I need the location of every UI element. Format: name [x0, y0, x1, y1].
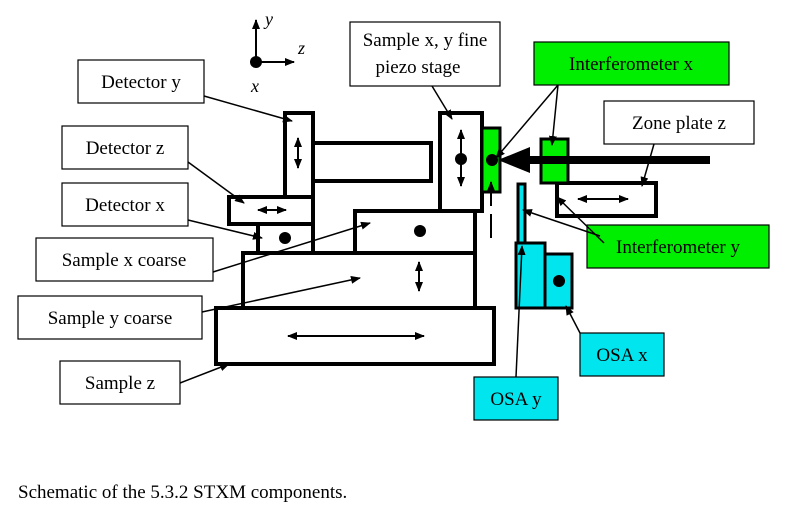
interferometer-y-label: Interferometer y — [616, 237, 740, 258]
zone-plate-z-box — [603, 100, 755, 145]
detector-z-label: Detector z — [86, 138, 165, 159]
interferometer-x-box — [533, 41, 730, 86]
detector-x-label: Detector x — [85, 195, 165, 216]
zone-plate-z-label: Zone plate z — [632, 113, 726, 134]
axis-x-label: x — [250, 76, 259, 96]
osa-pin — [516, 182, 527, 246]
sample-x-coarse-label: Sample x coarse — [62, 250, 187, 271]
osa-y-label: OSA y — [490, 389, 542, 410]
detector-y-box — [77, 59, 205, 104]
osa-y-box — [473, 376, 559, 421]
sample-y-coarse-box — [17, 295, 203, 340]
axes-glyph: y z x — [250, 9, 305, 96]
detector-z-box — [61, 125, 189, 170]
detector-x-box — [61, 182, 189, 227]
fine-stage-box — [349, 21, 501, 87]
sample-z-box — [59, 360, 181, 405]
interferometer-y-box — [586, 224, 770, 269]
detector-x-dot — [279, 232, 291, 244]
interferometer-x-label: Interferometer x — [569, 54, 693, 75]
caption: Schematic of the 5.3.2 STXM components. — [18, 482, 347, 503]
axis-y-label: y — [263, 9, 273, 29]
fine-stage-label-line2: piezo stage — [376, 57, 461, 78]
sample-y-coarse-label: Sample y coarse — [48, 308, 173, 329]
sample-y-coarse-stage — [241, 251, 477, 310]
sample-z-label: Sample z — [85, 373, 155, 394]
sample-x-coarse-box — [35, 237, 214, 282]
stage-blocks — [214, 111, 658, 366]
osa-x-box — [579, 332, 665, 377]
label-texts: Detector y Detector z Detector x Sample … — [48, 30, 741, 410]
fine-stage-x-dot — [455, 153, 467, 165]
detector-arm — [311, 141, 433, 183]
label-boxes — [17, 21, 770, 421]
sample-x-coarse-dot — [414, 225, 426, 237]
axis-z-label: z — [297, 38, 305, 58]
osa-x-label: OSA x — [596, 345, 648, 366]
motion-dots — [279, 153, 467, 244]
detector-y-label: Detector y — [101, 72, 181, 93]
xray-beam — [498, 147, 710, 173]
leader-lines — [179, 84, 655, 384]
fine-stage-label-line1: Sample x, y fine — [363, 30, 488, 51]
